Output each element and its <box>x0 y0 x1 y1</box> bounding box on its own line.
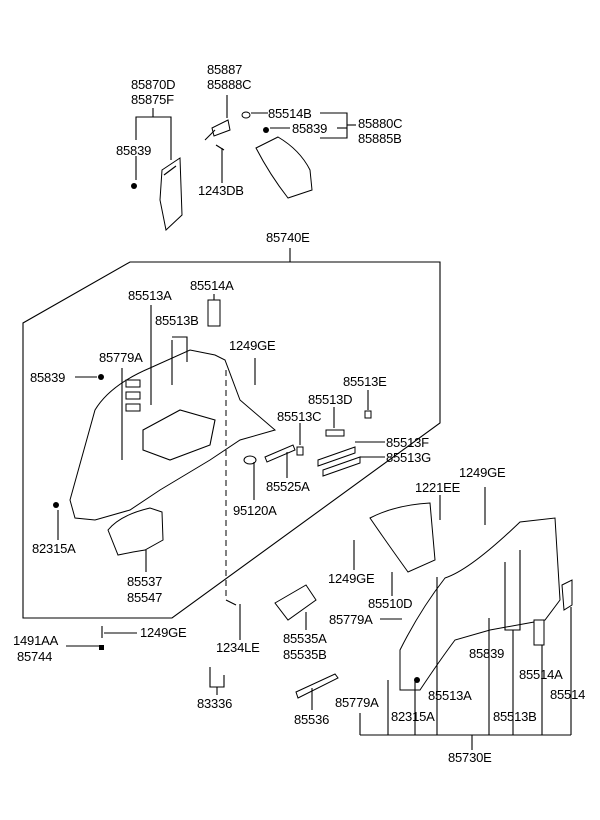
label-85744[interactable]: 85744 <box>17 649 53 664</box>
cover-85537 <box>107 507 164 556</box>
label-85510d[interactable]: 85510D <box>368 596 413 611</box>
label-85535a[interactable]: 85535A <box>283 631 327 646</box>
label-1249ge[interactable]: 1249GE <box>140 625 187 640</box>
label-85513b[interactable]: 85513B <box>155 313 199 328</box>
label-85513g[interactable]: 85513G <box>386 450 432 465</box>
label-85513d[interactable]: 85513D <box>308 392 353 407</box>
panel-85510d <box>369 502 436 573</box>
label-85514a[interactable]: 85514A <box>519 667 563 682</box>
label-85514[interactable]: 85514 <box>550 687 586 702</box>
label-85839[interactable]: 85839 <box>469 646 505 661</box>
label-85887[interactable]: 85887 <box>207 62 243 77</box>
label-85730e[interactable]: 85730E <box>448 750 492 765</box>
label-85536[interactable]: 85536 <box>294 712 330 727</box>
label-85513a[interactable]: 85513A <box>128 288 172 303</box>
trim-panel-85880c <box>255 136 313 199</box>
pillar-trim-85870d <box>159 157 183 231</box>
label-85839[interactable]: 85839 <box>292 121 328 136</box>
label-95120a[interactable]: 95120A <box>233 503 277 518</box>
label-85880c[interactable]: 85880C <box>358 116 403 131</box>
label-1221ee[interactable]: 1221EE <box>415 480 461 495</box>
label-85888c[interactable]: 85888C <box>207 77 252 92</box>
label-85875f[interactable]: 85875F <box>131 92 174 107</box>
label-85535b[interactable]: 85535B <box>283 647 327 662</box>
label-85513c[interactable]: 85513C <box>277 409 322 424</box>
label-85513a[interactable]: 85513A <box>428 688 472 703</box>
label-85885b[interactable]: 85885B <box>358 131 402 146</box>
label-85839[interactable]: 85839 <box>30 370 66 385</box>
label-85525a[interactable]: 85525A <box>266 479 310 494</box>
clip-85839 <box>131 183 137 189</box>
label-85513e[interactable]: 85513E <box>343 374 387 389</box>
label-85513b[interactable]: 85513B <box>493 709 537 724</box>
label-85514b[interactable]: 85514B <box>268 106 312 121</box>
label-85870d[interactable]: 85870D <box>131 77 176 92</box>
label-85537[interactable]: 85537 <box>127 574 163 589</box>
label-82315a[interactable]: 82315A <box>391 709 435 724</box>
label-1491aa[interactable]: 1491AA <box>13 633 59 648</box>
label-1243db[interactable]: 1243DB <box>198 183 244 198</box>
label-1234le[interactable]: 1234LE <box>216 640 260 655</box>
label-83336[interactable]: 83336 <box>197 696 233 711</box>
label-85779a[interactable]: 85779A <box>329 612 373 627</box>
label-85839[interactable]: 85839 <box>116 143 152 158</box>
assembly-box-85740e <box>22 261 441 619</box>
label-85779a[interactable]: 85779A <box>335 695 379 710</box>
label-85779a[interactable]: 85779A <box>99 350 143 365</box>
label-85547[interactable]: 85547 <box>127 590 163 605</box>
label-82315a[interactable]: 82315A <box>32 541 76 556</box>
label-85740e[interactable]: 85740E <box>266 230 310 245</box>
label-85513f[interactable]: 85513F <box>386 435 429 450</box>
label-1249ge[interactable]: 1249GE <box>459 465 506 480</box>
label-1249ge[interactable]: 1249GE <box>229 338 276 353</box>
label-85514a[interactable]: 85514A <box>190 278 234 293</box>
label-1249ge[interactable]: 1249GE <box>328 571 375 586</box>
quarter-trim-left <box>69 349 277 521</box>
